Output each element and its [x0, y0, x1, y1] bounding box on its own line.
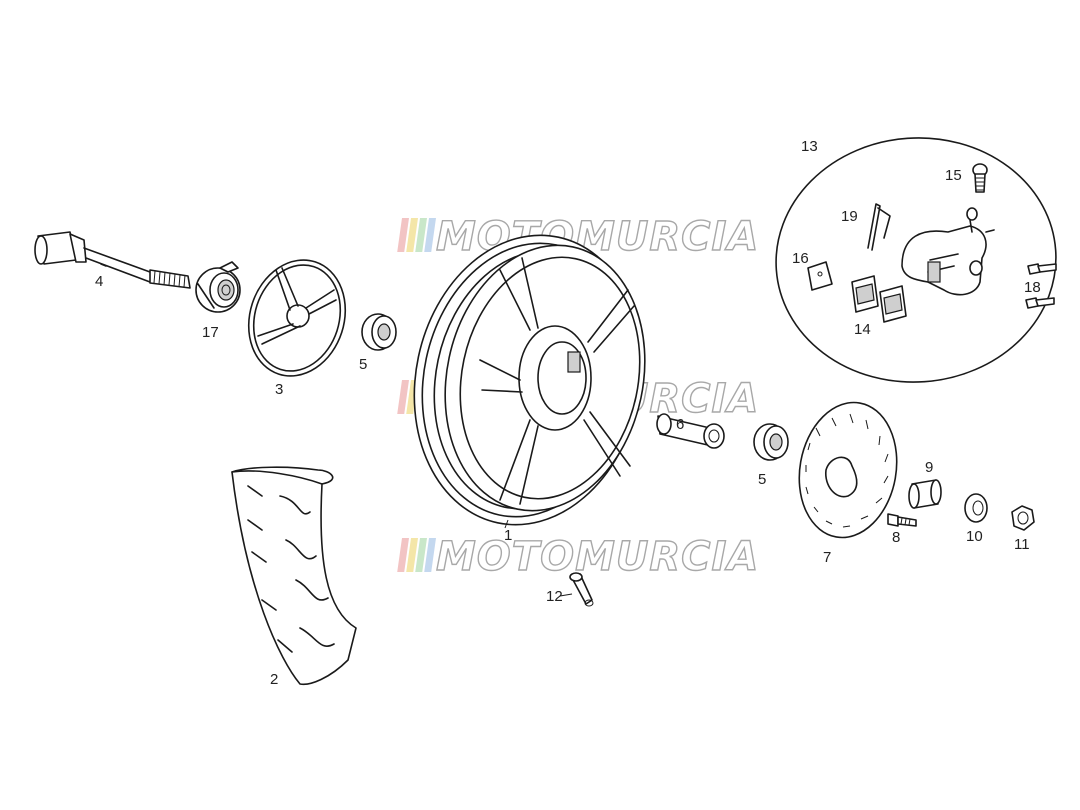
callout-5-right: 5 — [758, 471, 766, 488]
callout-13: 13 — [801, 138, 818, 155]
bleed-screw — [972, 163, 988, 193]
bearing-left — [361, 313, 397, 351]
callout-5-left: 5 — [359, 356, 367, 373]
disc-bolt — [887, 513, 917, 527]
axle-nut — [1011, 505, 1035, 531]
tyre-valve — [569, 572, 594, 607]
callout-4: 4 — [95, 273, 103, 290]
caliper-bolts — [1025, 263, 1057, 309]
bearing-right — [753, 423, 789, 461]
wheel-spacer — [656, 413, 725, 449]
callout-14: 14 — [854, 321, 871, 338]
wheel-rim — [413, 234, 646, 526]
disc-spacer — [908, 479, 942, 509]
leader-lines — [504, 519, 573, 597]
hub-cover — [247, 259, 347, 377]
callout-16: 16 — [792, 250, 809, 267]
brake-disc — [798, 401, 898, 539]
callout-12: 12 — [546, 588, 563, 605]
brake-caliper-group — [775, 137, 1057, 383]
callout-18: 18 — [1024, 279, 1041, 296]
callout-2: 2 — [270, 671, 278, 688]
callout-10: 10 — [966, 528, 983, 545]
tyre-section — [231, 466, 357, 686]
anti-rattle-plate — [807, 261, 833, 291]
callout-6: 6 — [676, 416, 684, 433]
axle — [34, 231, 191, 289]
watermark-top: MOTOMURCIA — [397, 213, 759, 261]
watermark-text: MOTOMURCIA — [436, 534, 759, 580]
callout-15: 15 — [945, 167, 962, 184]
washer — [964, 493, 988, 523]
callout-17: 17 — [202, 324, 219, 341]
callout-1: 1 — [504, 527, 512, 544]
brake-pads — [851, 275, 907, 323]
callout-8: 8 — [892, 529, 900, 546]
watermark-bottom: MOTOMURCIA — [397, 533, 759, 581]
callout-3: 3 — [275, 381, 283, 398]
callout-9: 9 — [925, 459, 933, 476]
pad-spring — [867, 203, 891, 251]
callout-11: 11 — [1014, 536, 1030, 553]
watermark-text: MOTOMURCIA — [436, 214, 759, 260]
speedometer-drive — [195, 261, 241, 313]
callout-19: 19 — [841, 208, 858, 225]
callout-7: 7 — [823, 549, 831, 566]
